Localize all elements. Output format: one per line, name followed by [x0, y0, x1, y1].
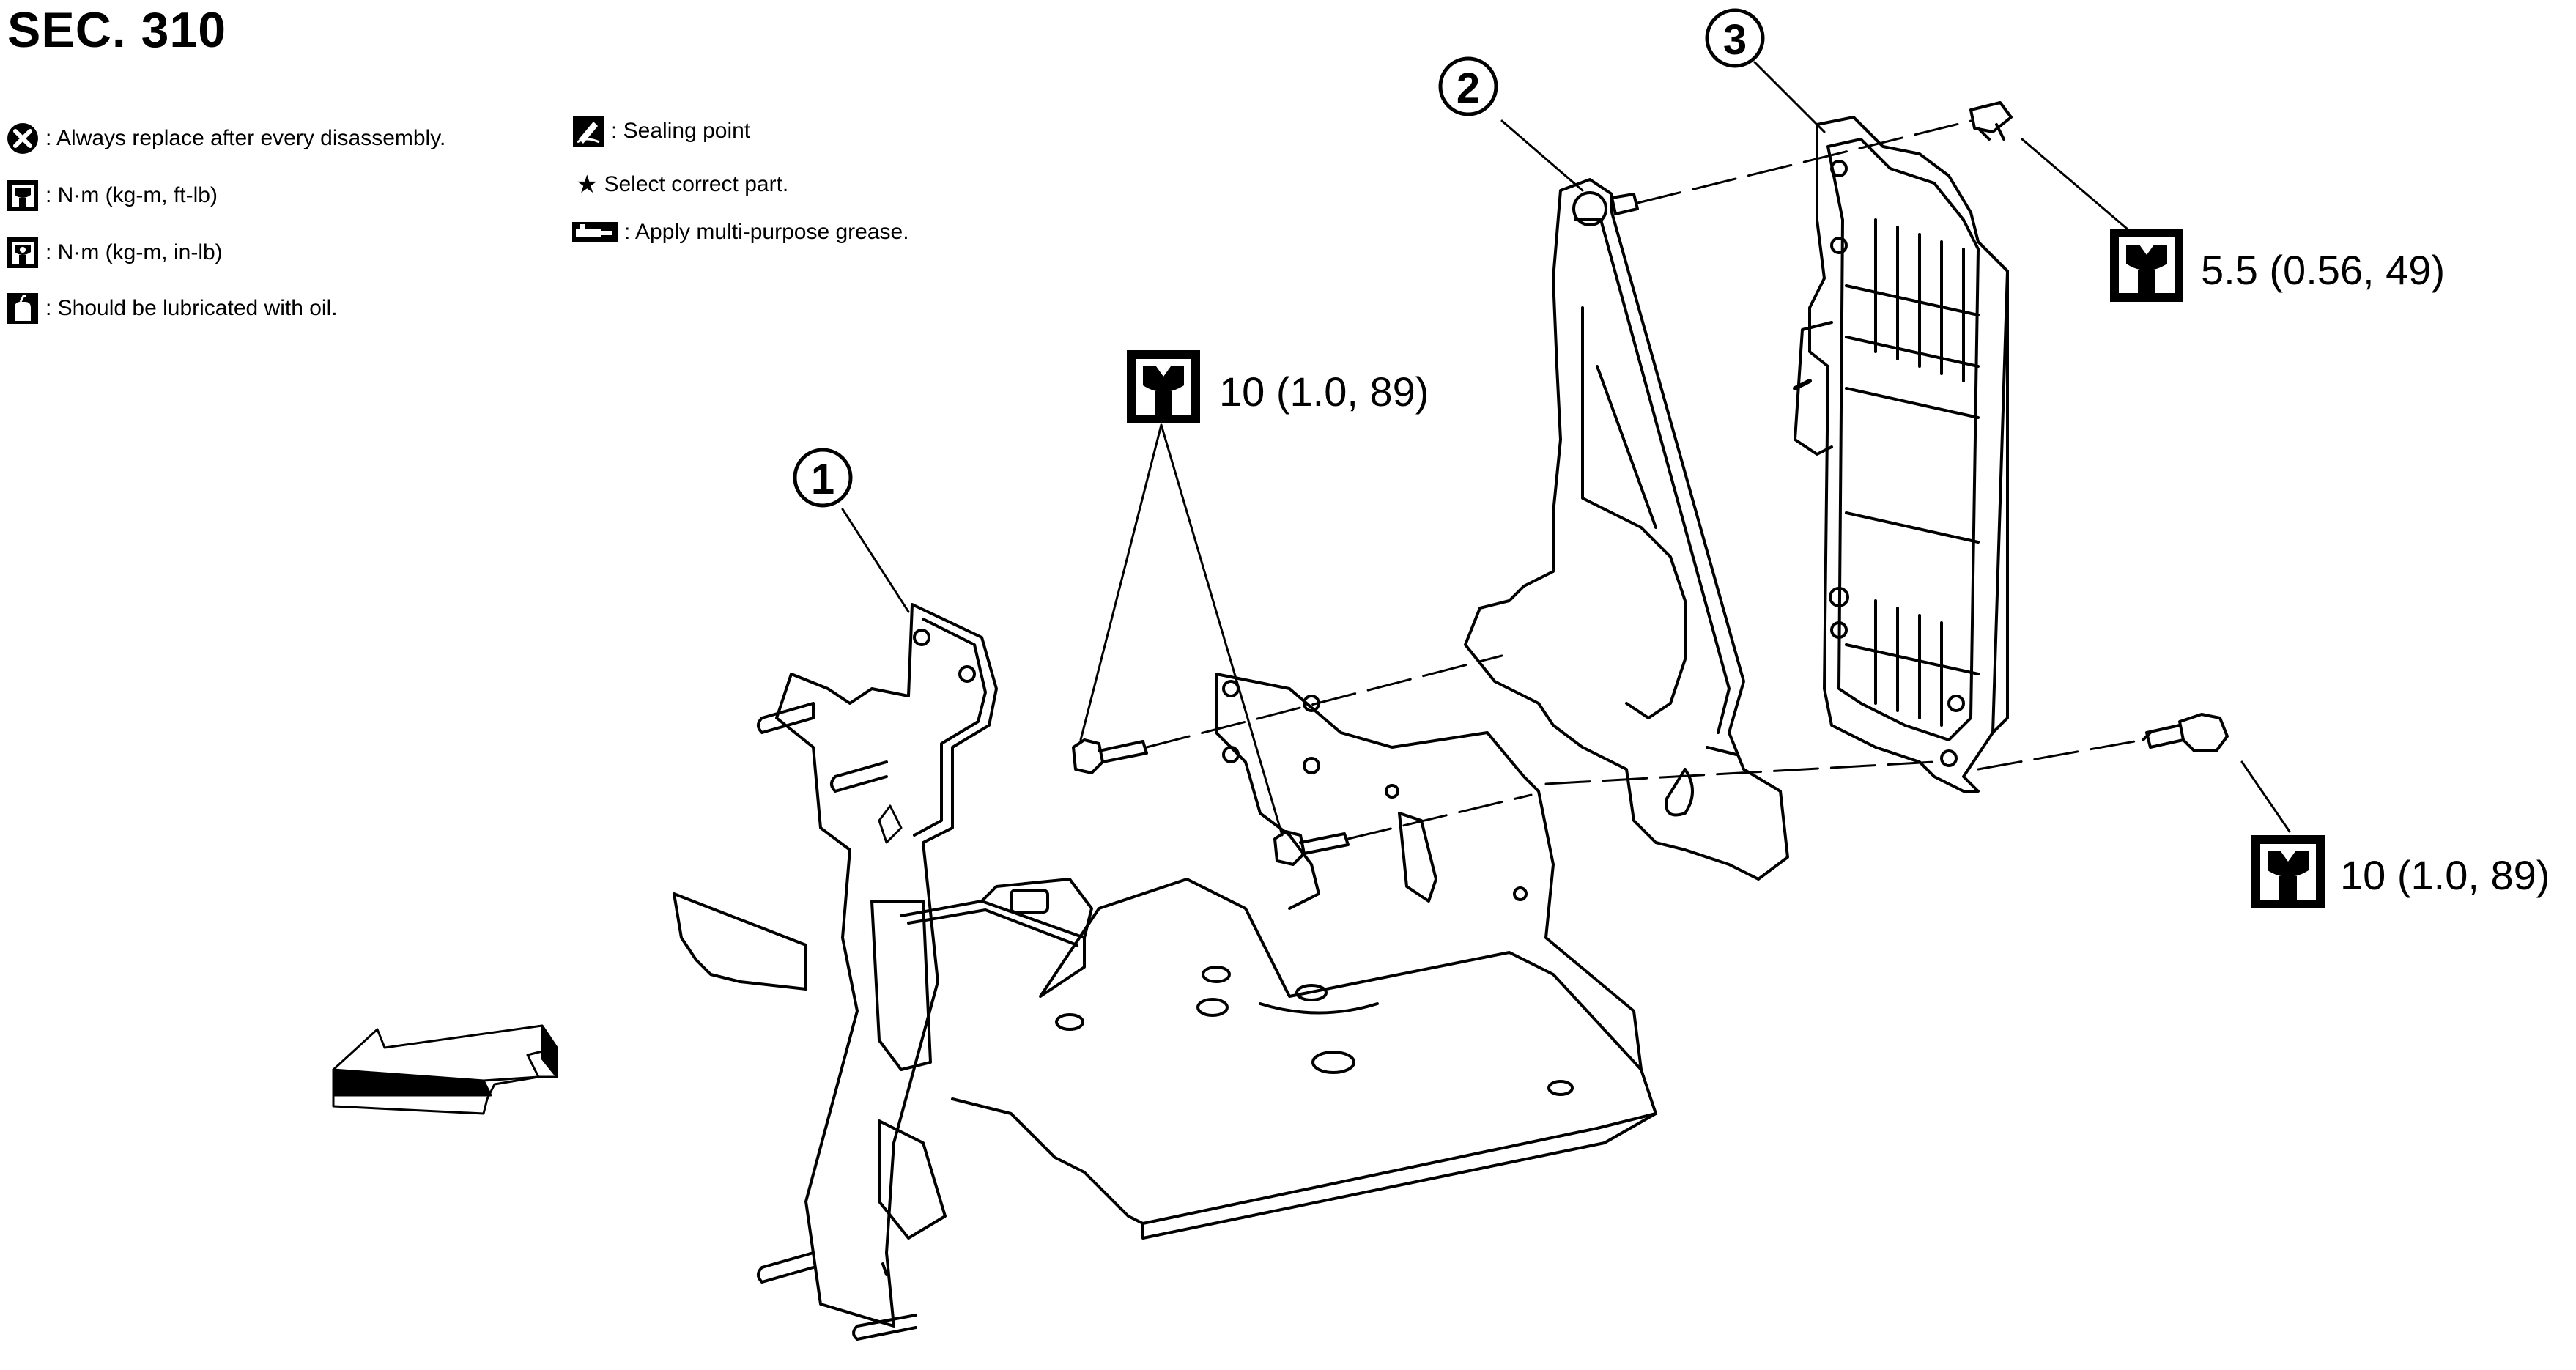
front-arrow — [332, 1024, 558, 1115]
sealing-point-icon — [573, 116, 604, 147]
part1-bracket — [775, 603, 998, 1328]
bolt-right — [2142, 713, 2229, 752]
legend-item-torque-inlb: : N·m (kg-m, in-lb) — [6, 236, 223, 270]
torque-value-top-center: 10 (1.0, 89) — [1219, 369, 1429, 415]
legend-item-torque-ftlb: : N·m (kg-m, ft-lb) — [6, 179, 218, 212]
grease-icon — [572, 222, 618, 242]
legend-text-grease: : Apply multi-purpose grease. — [624, 220, 909, 244]
legend-text-torque-ftlb: : N·m (kg-m, ft-lb) — [45, 183, 218, 207]
torque-icon-top-center — [1127, 350, 1200, 423]
bolt-lower-left — [1273, 830, 1350, 866]
battery-tray — [673, 878, 1657, 1240]
assembly-lines — [1145, 119, 2144, 840]
callout-1: 1 — [793, 448, 853, 508]
legend-item-grease: : Apply multi-purpose grease. — [571, 220, 909, 245]
bolt-upper-right — [1969, 101, 2013, 141]
leader-lines — [841, 61, 2291, 837]
legend-text-replace: : Always replace after every disassembly… — [45, 126, 446, 150]
callout-3: 3 — [1705, 8, 1765, 68]
callout-3-number: 3 — [1723, 16, 1747, 64]
callout-2-number: 2 — [1457, 64, 1480, 112]
bolt-upper-left — [1072, 738, 1148, 774]
torque-value-top-right: 5.5 (0.56, 49) — [2201, 247, 2446, 293]
legend-item-sealing: : Sealing point — [571, 114, 750, 148]
callout-2: 2 — [1438, 56, 1498, 116]
torque-icon-top-right — [2110, 229, 2183, 302]
torque-inlb-icon — [7, 237, 38, 268]
legend-text-oil: : Should be lubricated with oil. — [45, 296, 338, 320]
bolt-part2-stud — [1610, 193, 1639, 215]
callout-1-number: 1 — [811, 456, 834, 503]
legend-text-torque-inlb: : N·m (kg-m, in-lb) — [45, 240, 223, 264]
legend-text-sealing: : Sealing point — [611, 119, 751, 143]
legend-text-star: Select correct part. — [604, 172, 789, 196]
legend-item-oil: : Should be lubricated with oil. — [6, 292, 338, 325]
part2-bracket — [1464, 178, 1789, 881]
star-icon: ★ — [576, 170, 599, 199]
part3-control-unit — [1793, 116, 2009, 793]
section-title: SEC. 310 — [7, 2, 227, 58]
replace-icon — [7, 123, 38, 154]
part1-studs — [757, 702, 917, 1341]
oil-can-icon — [7, 293, 38, 324]
torque-icon-bottom-right — [2251, 835, 2325, 908]
legend-item-star: ★ Select correct part. — [576, 170, 788, 199]
legend-item-replace: : Always replace after every disassembly… — [6, 122, 445, 155]
torque-ftlb-icon — [7, 180, 38, 211]
torque-value-bottom-right: 10 (1.0, 89) — [2340, 852, 2550, 898]
